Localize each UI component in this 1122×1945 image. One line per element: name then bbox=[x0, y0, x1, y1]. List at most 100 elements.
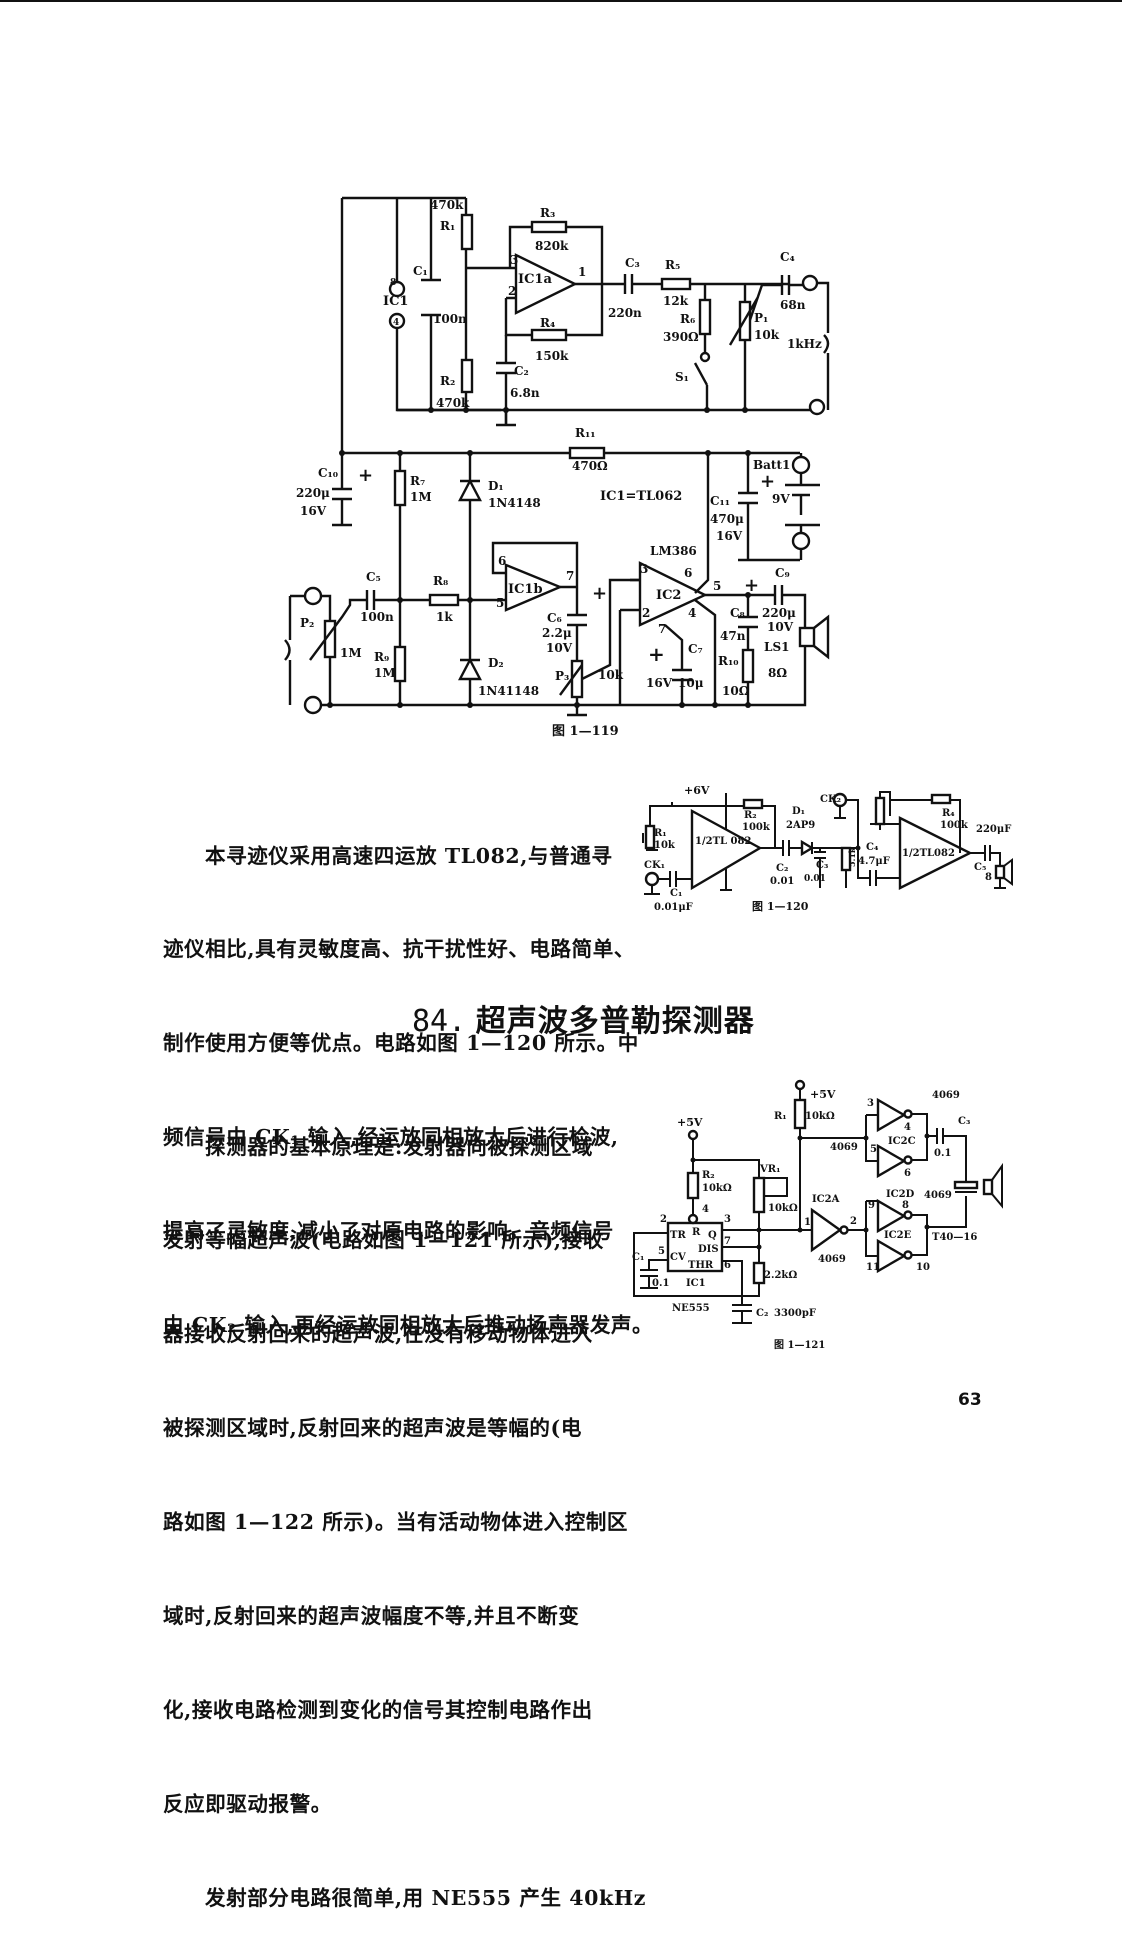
label: 10kΩ bbox=[702, 1183, 732, 1194]
paragraph-tracer-intro: 本寻迹仪采用高速四运放 TL082,与普通寻 迹仪相比,具有灵敏度高、抗干扰性好… bbox=[163, 778, 653, 1373]
label: R₂ bbox=[744, 810, 757, 821]
capacitor-c10 bbox=[332, 453, 352, 527]
ground-jack bbox=[808, 398, 826, 416]
label: 16V bbox=[646, 676, 673, 690]
ic-note: IC1=TL062 bbox=[600, 489, 682, 504]
label: R₂ bbox=[702, 1170, 715, 1181]
label: 0.01μF bbox=[654, 902, 693, 913]
label: R bbox=[692, 1227, 701, 1238]
label: 8 bbox=[390, 278, 396, 288]
label: 4 bbox=[688, 606, 696, 620]
capacitor-c2 bbox=[732, 1296, 752, 1324]
polarity-plus: + bbox=[358, 465, 373, 486]
label: R₄ bbox=[540, 316, 555, 330]
label: C₆ bbox=[547, 611, 562, 625]
text-line: 路如图 1—122 所示)。当有活动物体进入控制区 bbox=[163, 1510, 629, 1535]
label: 10k bbox=[754, 328, 780, 342]
label: DIS bbox=[698, 1244, 719, 1255]
opamp-2 bbox=[898, 816, 973, 890]
label: R₁ bbox=[654, 828, 667, 839]
capacitor-c1 bbox=[644, 871, 692, 895]
label: 16V bbox=[300, 504, 327, 518]
speaker-ls1 bbox=[798, 626, 816, 648]
text-line: 器接收反射回来的超声波,在没有移动物体进入 bbox=[163, 1322, 593, 1347]
label: 4069 bbox=[924, 1190, 952, 1201]
label: 10k bbox=[654, 840, 676, 851]
capacitor-c1 bbox=[640, 1259, 668, 1289]
inverter-ic2a bbox=[810, 1207, 843, 1253]
capacitor-c7 bbox=[664, 624, 692, 705]
text-line: 由 CK₂ 输入,再经运放同相放大后推动扬声器发声。 bbox=[163, 1313, 654, 1338]
capacitor-c5 bbox=[984, 845, 1001, 866]
capacitor-c5 bbox=[356, 590, 430, 610]
resistor-r3 bbox=[752, 1261, 766, 1285]
label: 2 bbox=[508, 284, 516, 298]
label: CK₁ bbox=[644, 860, 665, 871]
resistor-r9 bbox=[393, 645, 407, 683]
text-line: 探测器的基本原理是:发射器向被探测区域 bbox=[205, 1134, 593, 1159]
label: TR bbox=[670, 1230, 686, 1241]
text-line: 频信号由 CK₁ 输入,经运放同相放大后进行检波, bbox=[163, 1125, 619, 1150]
label: C₅ bbox=[366, 570, 381, 584]
opamp-ic1b bbox=[504, 563, 564, 612]
section-title: 超声波多普勒探测器 bbox=[475, 1004, 755, 1039]
label: 6 bbox=[724, 1260, 731, 1271]
text-line: 提高了灵敏度,减小了对原电路的影响。音频信号 bbox=[163, 1219, 614, 1244]
label: R₆ bbox=[680, 312, 695, 326]
battery-positive-terminal bbox=[791, 455, 811, 475]
label: 0.01 bbox=[804, 874, 826, 884]
label: C₇ bbox=[688, 642, 703, 656]
label: 5 bbox=[496, 596, 504, 610]
label: NE555 bbox=[672, 1303, 710, 1314]
label: IC1 bbox=[686, 1278, 706, 1289]
amplifier-ic2 bbox=[638, 561, 708, 627]
capacitor-c3 bbox=[814, 848, 826, 888]
battery-negative-terminal bbox=[791, 531, 811, 551]
label: 3300pF bbox=[774, 1308, 816, 1319]
label: 220μ bbox=[762, 606, 796, 620]
capacitor-c8 bbox=[738, 595, 758, 705]
label: 390Ω bbox=[663, 330, 699, 344]
label: LS1 bbox=[764, 640, 789, 654]
label: P₂ bbox=[300, 616, 314, 630]
label: 100k bbox=[940, 820, 969, 831]
label: R₄ bbox=[942, 808, 955, 819]
label: IC2D bbox=[886, 1189, 915, 1200]
label: 1/2TL082 bbox=[902, 848, 955, 859]
label: 220μ bbox=[296, 486, 330, 500]
inverter-ic2e bbox=[876, 1238, 907, 1274]
figure-1-120-schematic: +6V R₁ 10k CK₁ C₁ 0.01μF 1/2TL 082 R₂ 10… bbox=[642, 784, 1013, 913]
resistor-r2 bbox=[686, 1171, 700, 1200]
label: 5 bbox=[870, 1144, 877, 1155]
label: 11 bbox=[866, 1262, 880, 1273]
inverter-ic2c-b bbox=[876, 1143, 907, 1179]
label: 4069 bbox=[818, 1254, 846, 1265]
label: 5 bbox=[658, 1246, 665, 1257]
label: 6 bbox=[904, 1168, 911, 1179]
label: 1N4148 bbox=[488, 496, 541, 510]
ground-terminal bbox=[303, 695, 323, 715]
resistor-r8 bbox=[428, 593, 460, 607]
paragraph-detector-principle: 探测器的基本原理是:发射器向被探测区域 发射等幅超声波(电路如图 1—121 所… bbox=[163, 1069, 646, 1945]
polarity-plus: + bbox=[760, 471, 775, 492]
label: 3 bbox=[867, 1098, 874, 1109]
label: 2 bbox=[642, 606, 650, 620]
label: 0.1 bbox=[652, 1278, 669, 1289]
text-line: 制作使用方便等优点。电路如图 1—120 所示。中 bbox=[163, 1031, 639, 1056]
label: 3 bbox=[640, 562, 648, 576]
label: R₈ bbox=[433, 574, 448, 588]
transducer-t40-16 bbox=[953, 1180, 979, 1190]
resistor-r3 bbox=[530, 220, 568, 234]
label: 150k bbox=[535, 349, 569, 363]
label: CV bbox=[670, 1252, 686, 1263]
label: 9V bbox=[772, 492, 790, 506]
polarity-plus: + bbox=[744, 575, 759, 596]
figure-1-121-schematic: +5V R₁ 10kΩ +5V R₂ 10kΩ VR₁ 10kΩ 4 2 3 T… bbox=[632, 1079, 1003, 1351]
resistor-r1 bbox=[460, 213, 474, 251]
label: P₃ bbox=[555, 669, 569, 683]
inverter-ic2d bbox=[876, 1198, 907, 1234]
label: 7 bbox=[724, 1236, 731, 1247]
label: IC2A bbox=[812, 1194, 840, 1205]
capacitor-c11 bbox=[738, 453, 800, 562]
label: C₁ bbox=[670, 888, 682, 899]
